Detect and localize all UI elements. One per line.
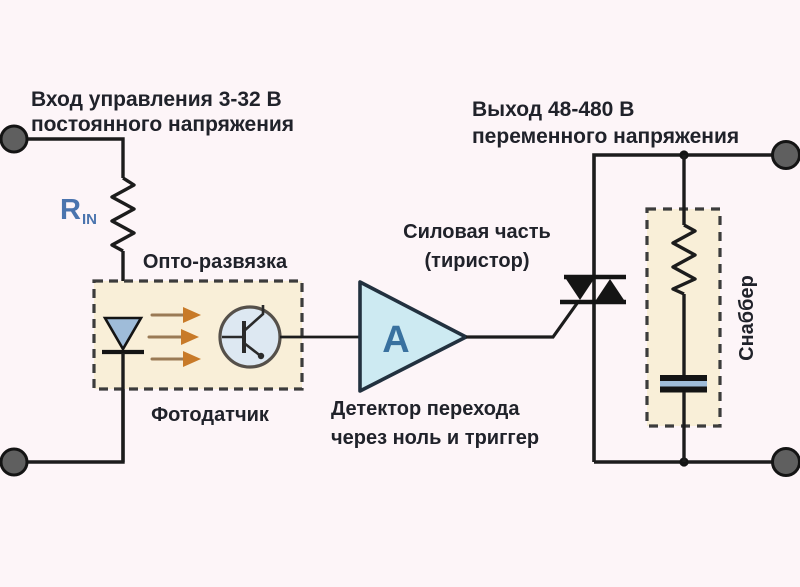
terminal-output-top: [771, 140, 800, 170]
amplifier-triangle: [358, 280, 468, 393]
terminal-output-bottom: [771, 447, 800, 477]
amplifier-letter: А: [382, 319, 409, 361]
output-title-line2: переменного напряжения: [472, 125, 739, 148]
photo-sensor-label: Фотодатчик: [151, 404, 270, 426]
output-title-line1: Выход 48-480 В: [472, 98, 634, 121]
power-label-line2: (тиристор): [424, 250, 529, 272]
led-triangle: [102, 316, 144, 352]
capacitor-plate-bottom: [660, 386, 707, 393]
triac-triangle-left: [566, 279, 594, 300]
opto-label: Опто-развязка: [143, 251, 288, 273]
bjt-emitter-dot: [257, 352, 265, 360]
output-top-wire: [592, 153, 786, 462]
triac-symbol: [560, 274, 626, 305]
terminal-input-positive: [0, 124, 29, 154]
input-title-line1: Вход управления 3-32 В: [31, 88, 282, 111]
light-arrows-icon: [147, 307, 201, 367]
light-arrow-head: [183, 307, 201, 323]
resistor-rin-label: R: [60, 194, 81, 226]
titles: Вход управления 3-32 В постоянного напря…: [31, 88, 739, 148]
amp-to-gate-wire: [466, 301, 580, 339]
input-title-line2: постоянного напряжения: [31, 113, 294, 136]
light-arrow-head: [181, 329, 199, 345]
snubber-label: Снаббер: [736, 275, 758, 361]
detector-label-line1: Детектор перехода: [331, 398, 520, 420]
input-top-wire: [14, 137, 125, 178]
capacitor-plate-top: [660, 375, 707, 381]
detector-label-line2: через ноль и триггер: [331, 427, 539, 449]
terminal-input-negative: [0, 447, 29, 477]
opto-isolation-block: Опто-развязка Фотодатчик: [92, 251, 304, 462]
led-symbol: [102, 316, 144, 462]
resistor-rin-subscript: IN: [82, 211, 97, 228]
snubber-capacitor-symbol: [660, 375, 707, 393]
bjt-collector: [243, 305, 265, 332]
snubber-block: Снаббер: [645, 155, 758, 462]
detector-section: А Детектор перехода через ноль и триггер: [280, 280, 580, 449]
triac-triangle-right: [596, 279, 624, 300]
capacitor-dielectric: [660, 381, 707, 387]
power-label-line1: Силовая часть: [403, 221, 551, 243]
resistor-rin-symbol: [110, 176, 136, 253]
phototransistor-symbol: [218, 305, 282, 369]
light-arrow-head: [183, 351, 201, 367]
terminals: [0, 124, 800, 477]
snubber-resistor-symbol: [671, 223, 697, 296]
